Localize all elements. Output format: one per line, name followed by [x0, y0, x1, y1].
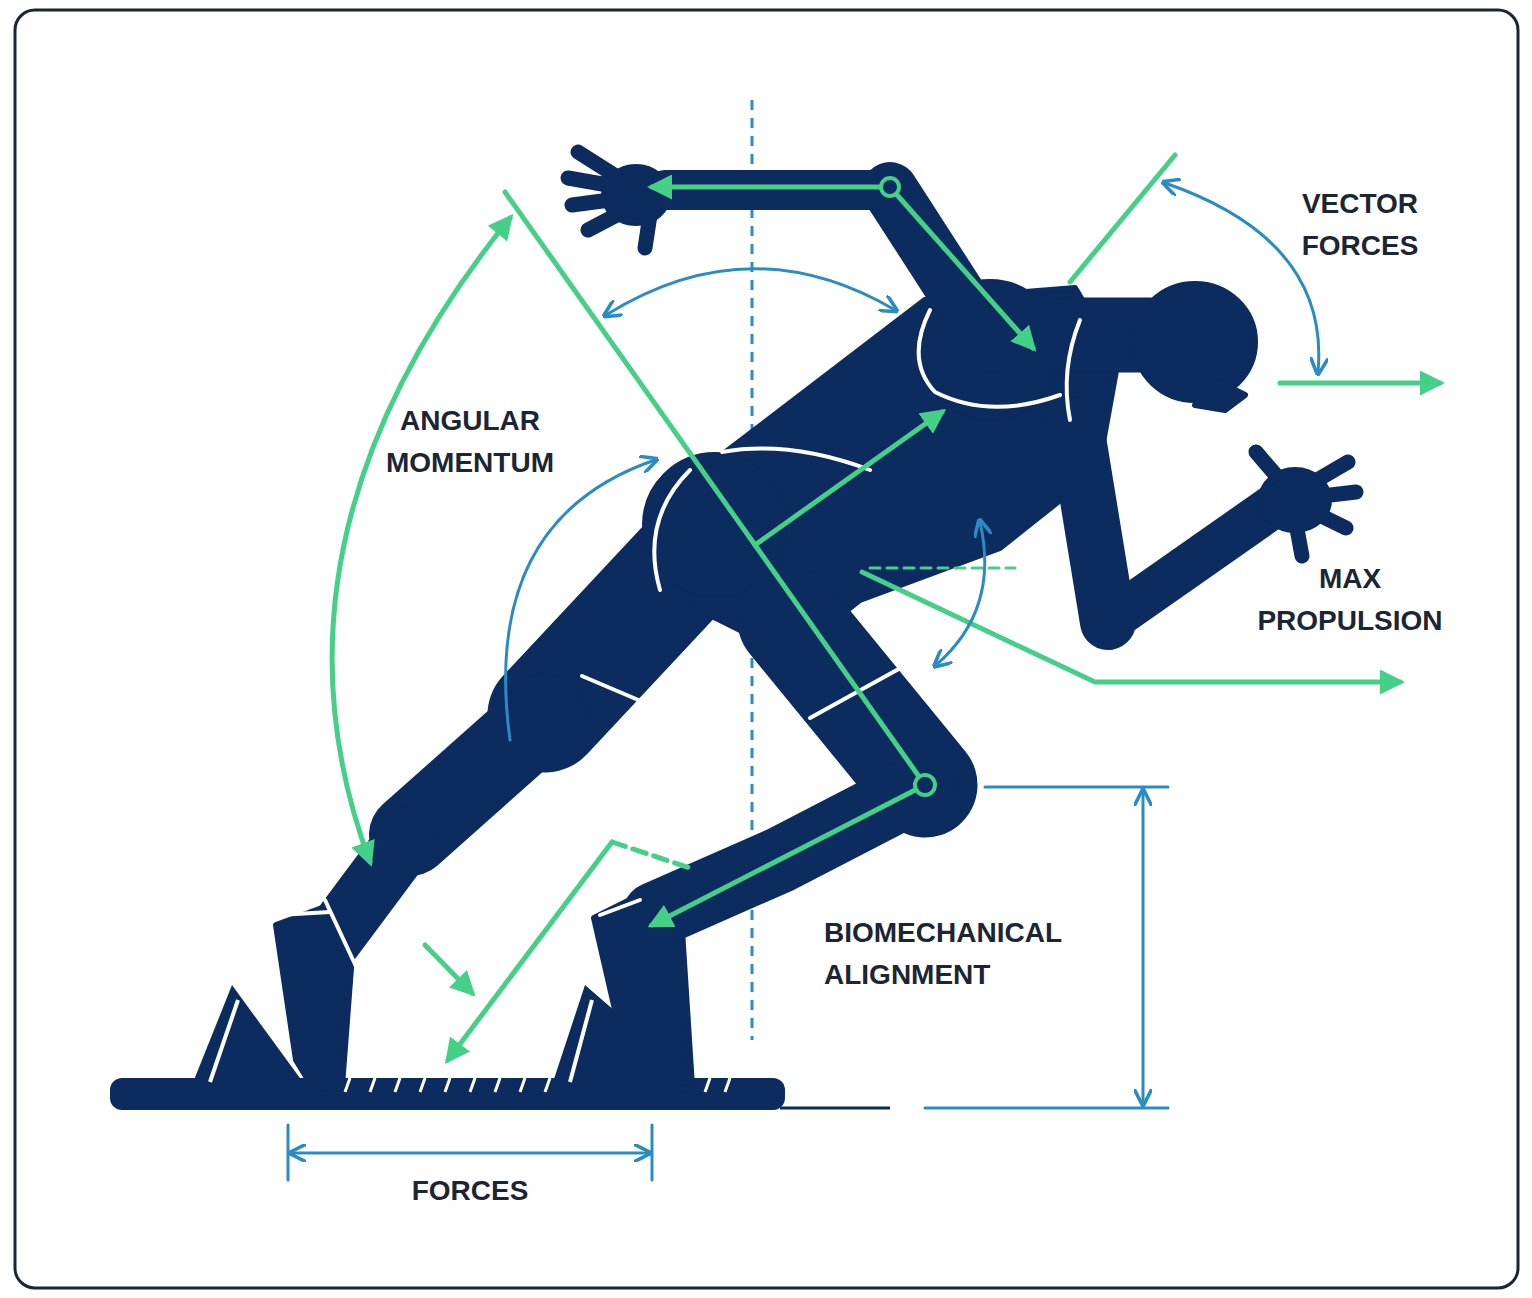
rear-fingers: [568, 152, 650, 248]
chin: [1195, 380, 1245, 410]
athlete-silhouette: [276, 152, 1356, 1096]
vector-line: [1070, 155, 1175, 282]
angle-arc: [606, 269, 895, 315]
dimension-tick: [651, 1125, 654, 1180]
annotation-label: VECTOR FORCES: [1280, 183, 1440, 267]
front-fingers: [1256, 452, 1356, 556]
shoe-seam: [600, 900, 640, 915]
height-dimension: [1142, 792, 1145, 1103]
horizontal-guide: [870, 567, 1015, 570]
shoulder-seam: [919, 310, 1060, 407]
elbow-joint: [881, 178, 899, 196]
ground-line: [780, 1107, 890, 1110]
frame: [15, 10, 1518, 1288]
waist-seam: [722, 449, 870, 470]
dimension-line: [925, 1107, 1168, 1110]
block-edge: [210, 1000, 238, 1082]
head: [1133, 282, 1257, 402]
push-vector: [425, 945, 472, 993]
dimension-tick: [287, 1125, 290, 1180]
shin-vector: [652, 785, 925, 925]
width-dimension: [292, 1152, 648, 1155]
silhouette-details: [278, 310, 1080, 975]
dimension-line: [985, 786, 1168, 789]
arm-vector: [890, 187, 1033, 348]
alignment-line: [505, 192, 925, 785]
arm-vector: [652, 185, 890, 190]
forward-vector: [1280, 381, 1440, 386]
annotation-label: MAX PROPULSION: [1235, 558, 1465, 642]
angle-arc: [936, 522, 985, 665]
angle-arc: [1165, 183, 1319, 372]
front-shoe: [594, 895, 692, 1093]
momentum-arc: [332, 218, 510, 862]
rear-upper-arm: [890, 190, 990, 345]
annotation-label: FORCES: [380, 1170, 560, 1212]
front-forearm: [1108, 505, 1275, 622]
vest-seam: [1067, 320, 1080, 420]
shorts-hem: [810, 660, 915, 718]
shorts-hem: [582, 676, 690, 722]
torso-vector: [755, 412, 942, 545]
dashed-guide: [612, 842, 690, 868]
block-edge: [570, 1000, 592, 1082]
front-upper-arm: [1075, 420, 1108, 622]
angle-arc: [506, 460, 655, 740]
shoe-seam: [278, 912, 330, 915]
ground-force-vector: [448, 842, 612, 1060]
angle-markers: [288, 183, 1319, 1180]
hip-seam: [654, 470, 690, 590]
annotation-label: ANGULAR MOMENTUM: [355, 400, 585, 484]
knee-joint: [915, 775, 935, 795]
rear-forearm: [665, 170, 890, 210]
annotation-label: BIOMECHANICAL ALIGNMENT: [824, 912, 1124, 996]
